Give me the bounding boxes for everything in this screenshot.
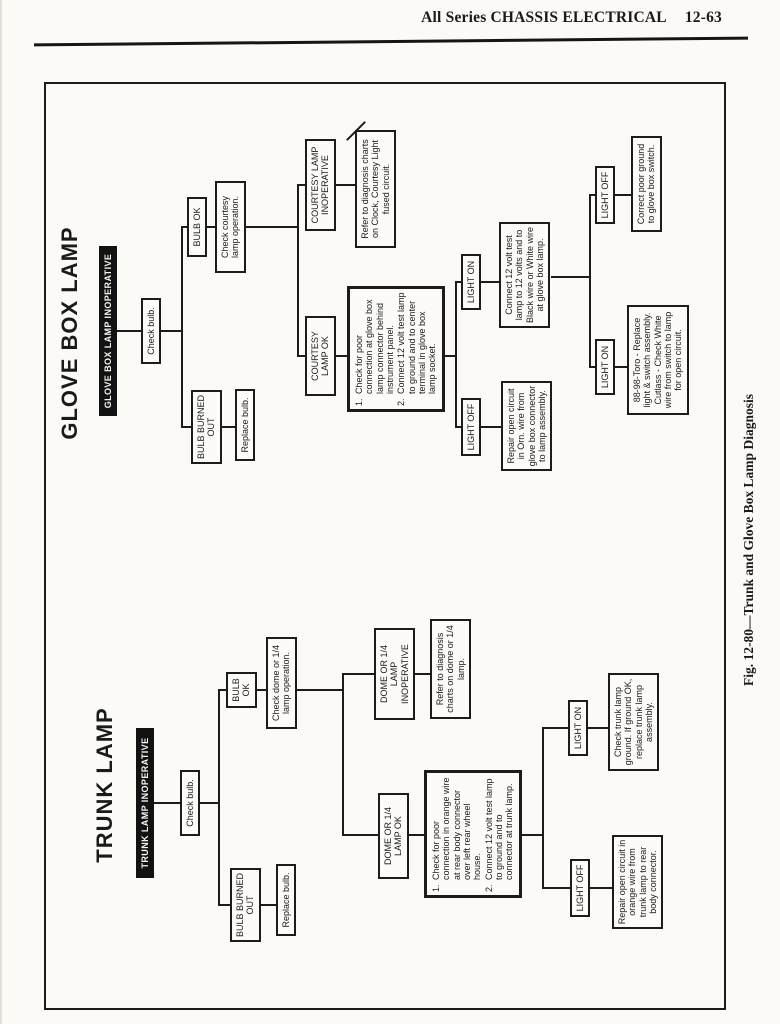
- connector-line: [589, 194, 591, 368]
- trunk-bulb-burned-out-box: BULB BURNED OUT: [230, 868, 261, 942]
- trunk-connection-steps-box: 1. Check for poor connection in orange w…: [424, 770, 522, 898]
- glove-start-box: GLOVE BOX LAMP INOPERATIVE: [99, 246, 118, 416]
- step-number: 2.: [483, 884, 494, 892]
- glove-bulb-ok-box: BULB OK: [187, 197, 208, 257]
- header-section-title: All Series CHASSIS ELECTRICAL: [421, 9, 667, 26]
- trunk-dome-ok-box: DOME OR 1/4 LAMP OK: [378, 793, 409, 879]
- trunk-bulb-ok-box: BULB OK: [226, 672, 257, 708]
- step-number: 2.: [396, 398, 407, 406]
- trunk-dome-inoperative-box: DOME OR 1/4 LAMP INOPERATIVE: [374, 628, 416, 720]
- trunk-refer-dome-box: Refer to diagnosis charts on dome or 1/4…: [430, 619, 472, 719]
- trunk-chart-title: TRUNK LAMP: [92, 707, 117, 863]
- connector-line: [455, 281, 457, 428]
- glove-bulb-burned-out-box: BULB BURNED OUT: [191, 390, 222, 464]
- header-rule: [34, 36, 748, 47]
- glove-light-off-2-box: LIGHT OFF: [595, 166, 616, 224]
- connector-line: [342, 673, 344, 836]
- trunk-replace-bulb-box: Replace bulb.: [276, 864, 297, 936]
- glove-connection-steps-box: 1. Check for poor connection at glove bo…: [347, 286, 445, 412]
- trunk-check-ground-box: Check trunk lamp ground. If ground OK, r…: [608, 673, 660, 771]
- glove-repair-orn-box: Repair open circuit in Orn. wire from gl…: [501, 381, 553, 471]
- figure-caption: Fig. 12-80—Trunk and Glove Box Lamp Diag…: [741, 394, 756, 686]
- glove-courtesy-ok-box: COURTESY LAMP OK: [305, 316, 336, 396]
- glove-check-courtesy-box: Check courtesy lamp operation.: [215, 181, 246, 273]
- connector-line: [297, 184, 299, 357]
- glove-chart-title: GLOVE BOX LAMP: [57, 226, 82, 440]
- step-text: Check for poor connection at glove box l…: [354, 299, 396, 394]
- connector-line: [218, 689, 220, 906]
- glove-refer-courtesy-box: Refer to diagnosis charts on Clock, Cour…: [355, 130, 397, 248]
- glove-replace-bulb-box: Replace bulb.: [235, 389, 256, 461]
- page-header: All Series CHASSIS ELECTRICAL 12-63: [0, 9, 722, 27]
- step-item: 2. Connect 12 volt test lamp to ground a…: [396, 292, 437, 406]
- glove-light-on-2-box: LIGHT ON: [595, 339, 616, 395]
- glove-light-on-box: LIGHT ON: [461, 254, 482, 310]
- step-item: 2. Connect 12 volt test lamp to ground a…: [484, 776, 515, 892]
- trunk-check-bulb-box: Check bulb.: [180, 770, 201, 836]
- trunk-light-off-box: LIGHT OFF: [570, 859, 591, 917]
- glove-correct-ground-box: Correct poor ground to glove box switch.: [631, 136, 662, 232]
- header-page-number: 12-63: [684, 9, 722, 26]
- step-number: 1.: [354, 398, 364, 406]
- step-text: Connect 12 volt test lamp to ground and …: [483, 778, 515, 880]
- step-number: 1.: [431, 884, 441, 892]
- figure-frame: [44, 82, 726, 1010]
- connector-line: [542, 728, 544, 889]
- glove-light-off-1-box: LIGHT OFF: [461, 398, 482, 456]
- glove-check-bulb-box: Check bulb.: [141, 298, 162, 364]
- glove-toro-replace-box: 88-98-Toro - Replace light & switch asse…: [627, 305, 689, 415]
- scan-edge-shadow: [0, 0, 3, 1024]
- connector-line: [551, 276, 591, 278]
- glove-box-lamp-chart: GLOVE BOX LAMP GLOVE BOX LAMP INOPERATIV…: [55, 121, 705, 518]
- step-text: Check for poor connection in orange wire…: [431, 777, 483, 880]
- step-item: 1. Check for poor connection in orange w…: [431, 776, 483, 892]
- trunk-start-box: TRUNK LAMP INOPERATIVE: [136, 728, 155, 878]
- trunk-repair-orange-box: Repair open circuit in orange wire from …: [612, 835, 664, 929]
- step-text: Connect 12 volt test lamp to ground and …: [396, 292, 438, 394]
- glove-connect-test-lamp-box: Connect 12 volt test lamp to 12 volts an…: [499, 222, 551, 328]
- figure-caption-wrap: Fig. 12-80—Trunk and Glove Box Lamp Diag…: [726, 368, 772, 712]
- trunk-light-on-box: LIGHT ON: [568, 700, 589, 756]
- connector-line: [181, 226, 183, 428]
- glove-courtesy-inoperative-box: COURTESY LAMP INOPERATIVE: [305, 139, 336, 231]
- trunk-lamp-chart: TRUNK LAMP TRUNK LAMP INOPERATIVE Check …: [90, 595, 670, 960]
- trunk-check-dome-box: Check dome or 1/4 lamp operation.: [266, 637, 297, 729]
- step-item: 1. Check for poor connection at glove bo…: [354, 292, 395, 406]
